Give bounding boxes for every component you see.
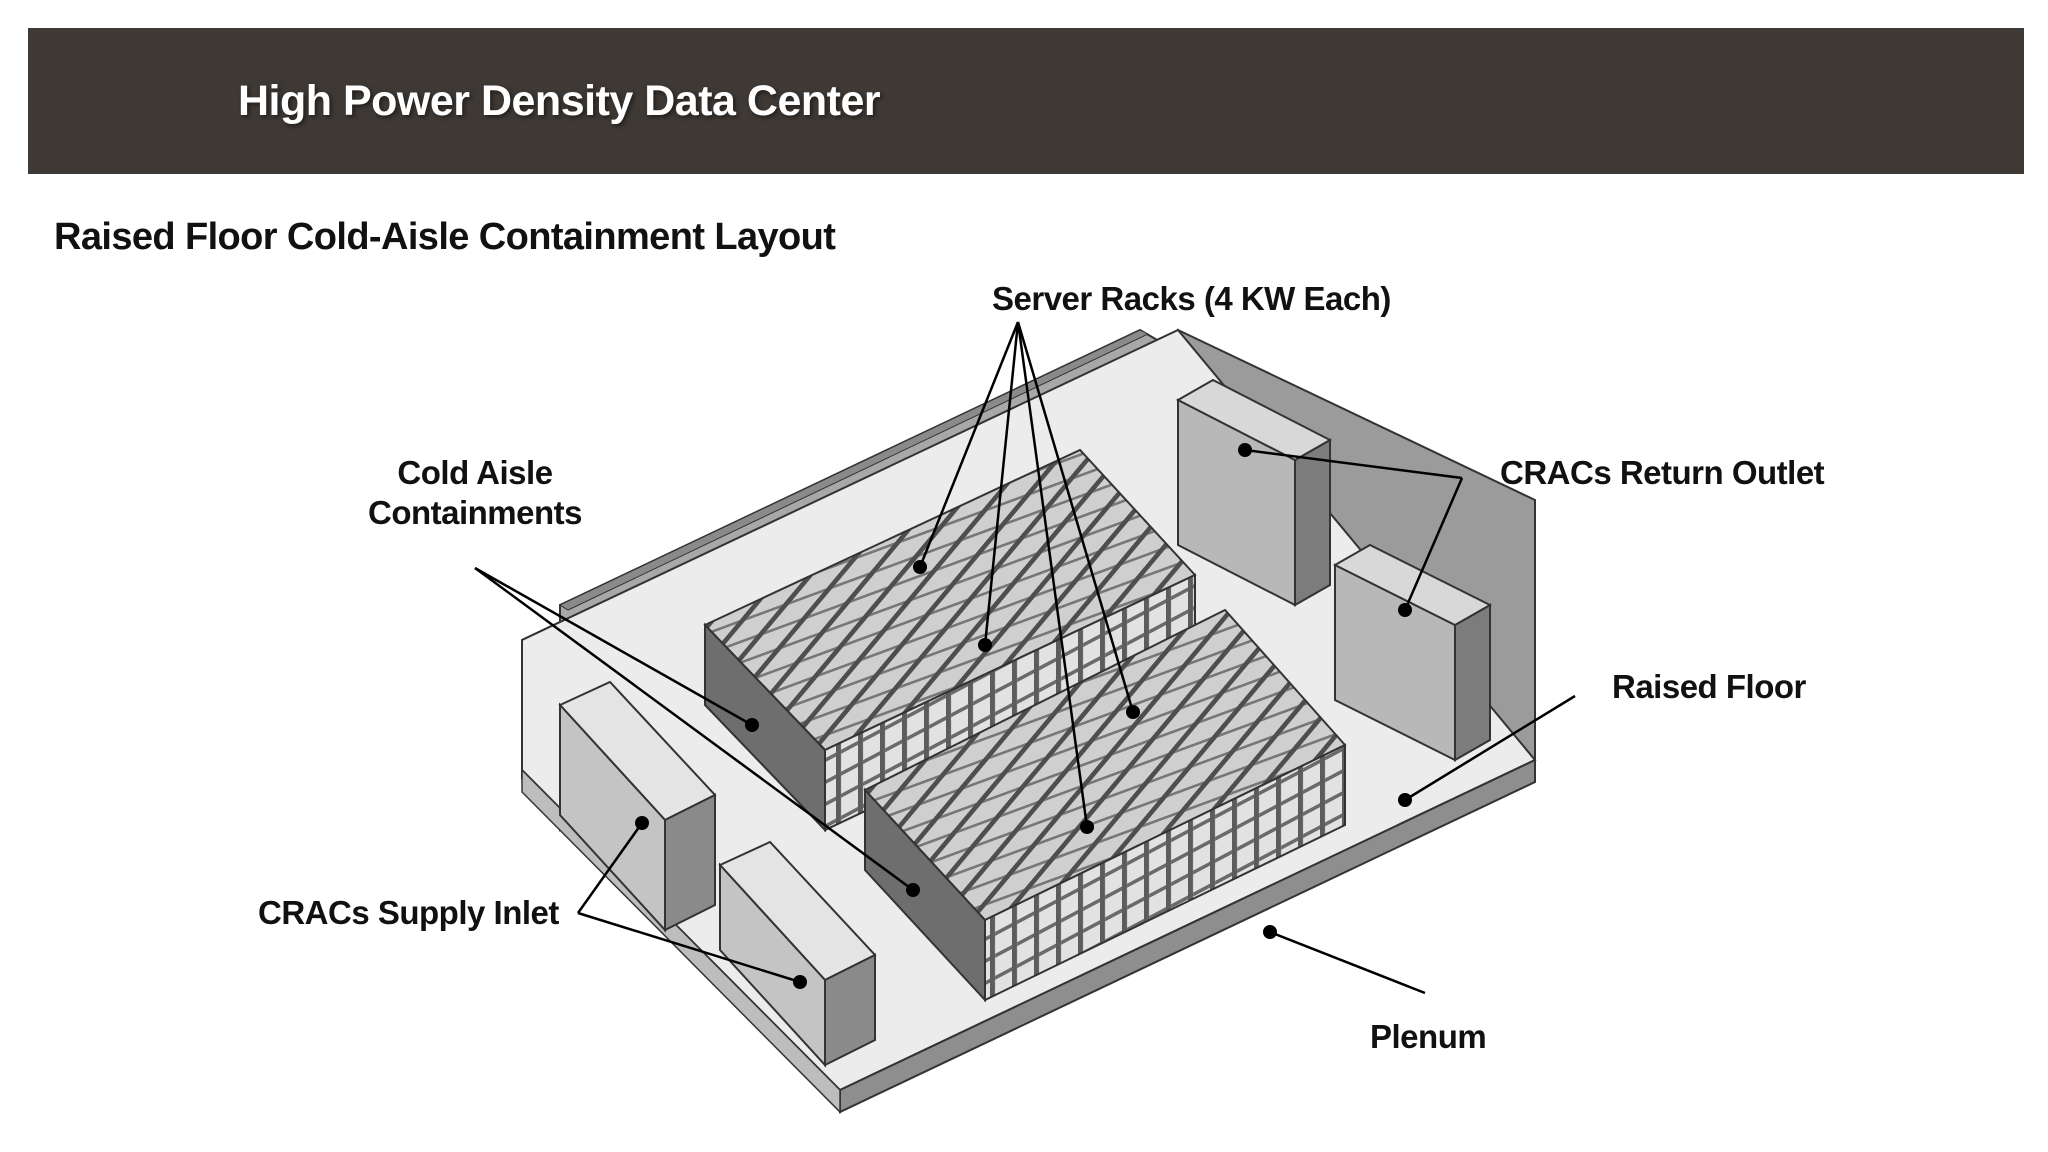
back-wall-top [558,329,1150,611]
callout-cold-aisle: Cold Aisle Containments [360,454,590,532]
crac-return-unit-2-top [1332,543,1493,627]
crac-supply-unit-2-front [719,862,826,1068]
diagram-subtitle: Raised Floor Cold-Aisle Containment Layo… [54,216,836,258]
callout-plenum: Plenum [1370,1018,1487,1055]
rack-block-2-front [984,743,1346,1002]
crac-supply-unit-1-side [664,793,716,932]
crac-return-unit-1-side [1294,438,1331,607]
header-bar: High Power Density Data Center [28,28,2024,174]
callout-cold-aisle-line1: Cold Aisle [397,454,553,491]
callout-cold-aisle-line2: Containments [367,494,583,531]
leader-dots [635,443,1412,989]
callout-server-racks: Server Racks (4 KW Each) [992,280,1391,317]
crac-return-unit-1-top [1175,378,1333,462]
callout-crac-return: CRACs Return Outlet [1500,454,1825,491]
page-title: High Power Density Data Center [238,77,881,125]
leader-lines [474,321,1576,995]
crac-supply-unit-1-front [559,702,666,933]
callout-crac-supply: CRACs Supply Inlet [258,894,559,931]
crac-return-unit-2-side [1454,603,1491,762]
callout-raised-floor: Raised Floor [1612,668,1806,705]
